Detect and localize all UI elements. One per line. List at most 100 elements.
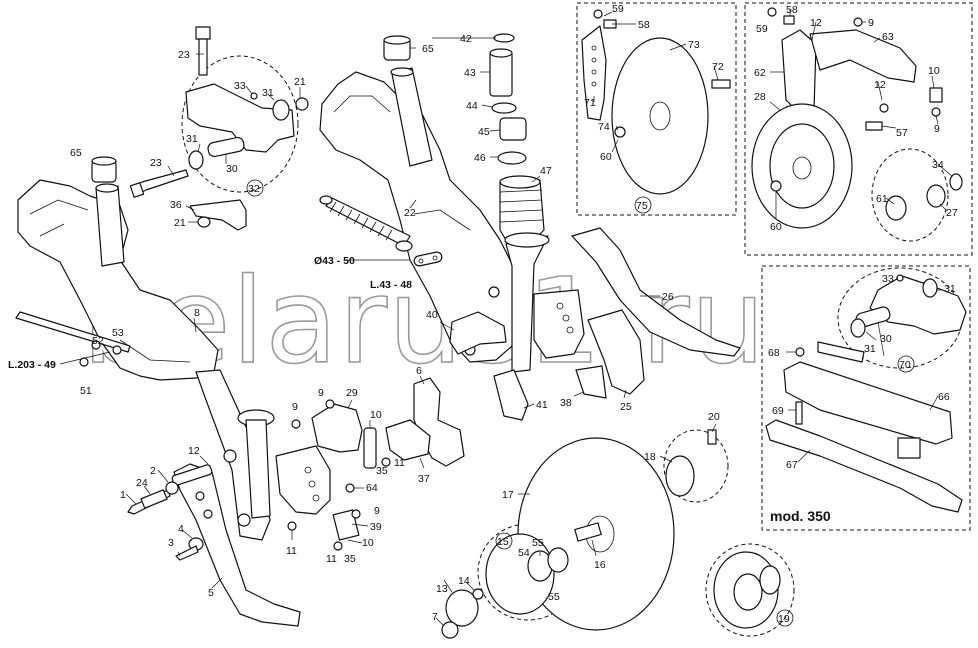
leader (531, 175, 541, 183)
callout: 17 (502, 489, 514, 501)
leader (881, 125, 897, 129)
arm-71 (581, 25, 607, 121)
callout: 9 (374, 505, 380, 517)
bracket-8 (275, 445, 331, 515)
callout: 29 (346, 387, 358, 399)
rod-nut (112, 345, 122, 355)
scraper-5 (171, 463, 301, 627)
callout: 1 (120, 489, 126, 501)
wheel-28-hub (792, 156, 812, 180)
callout: 41 (536, 399, 548, 411)
pin-10 (363, 427, 377, 469)
disc-assembly (441, 429, 781, 639)
callout: 23 (178, 49, 190, 61)
callout: 35 (376, 465, 388, 477)
callout: 22 (404, 207, 416, 219)
bracket-hole (312, 494, 320, 502)
washer-2 (165, 481, 179, 495)
bolt-1-assembly (127, 481, 204, 561)
gauge-wheel-assembly (751, 7, 963, 229)
leader (351, 523, 369, 527)
callout: 67 (786, 459, 798, 471)
bolt-20 (707, 429, 717, 445)
callout: 71 (584, 97, 596, 109)
bolt-23-vertical (195, 26, 211, 76)
callout: 31 (864, 343, 876, 355)
leader (267, 93, 275, 101)
leader (603, 11, 613, 17)
callout: 9 (934, 123, 940, 135)
nut-7 (441, 621, 459, 639)
left-frame-assembly (17, 156, 275, 541)
leader (481, 104, 493, 108)
leader (591, 539, 597, 557)
leader (439, 321, 455, 331)
callout: 34 (932, 159, 944, 171)
leader (443, 579, 453, 593)
dimension-spring: Ø43 - 50 (314, 255, 355, 267)
tube-top (489, 48, 513, 58)
callout: 62 (754, 67, 766, 79)
nut-21 (295, 97, 309, 111)
plate-mod (817, 341, 865, 363)
callout-circle (495, 532, 513, 550)
callout: 46 (474, 152, 486, 164)
centre-frame-assembly (319, 35, 529, 363)
pivot-bolt (223, 449, 237, 463)
callout: 26 (662, 291, 674, 303)
bolt-9c (351, 509, 361, 519)
callout: 59 (756, 23, 768, 35)
shaft-16 (574, 522, 602, 542)
callout: 28 (754, 91, 766, 103)
callout: 2 (150, 465, 156, 477)
callout: 16 (594, 559, 606, 571)
spring-coils (329, 201, 393, 241)
callout: 55 (532, 537, 544, 549)
link-43 (413, 251, 443, 267)
panel-border (761, 265, 971, 531)
callout: 10 (370, 409, 382, 421)
callout: 47 (540, 165, 552, 177)
callout: 24 (136, 477, 148, 489)
callout: 18 (644, 451, 656, 463)
leader (465, 581, 475, 591)
bolt-23-horizontal (129, 169, 189, 198)
bearing-61 (885, 195, 907, 221)
leader (197, 143, 201, 153)
leader (59, 351, 111, 365)
shoe-26 (571, 227, 741, 357)
bracket-body (185, 83, 295, 153)
callout: 37 (418, 473, 430, 485)
callout-circle (634, 196, 652, 214)
callout: 51 (80, 385, 92, 397)
link-hole (418, 258, 424, 264)
clip-42 (493, 33, 515, 43)
spring-hook (319, 195, 333, 205)
bracket-plate (533, 289, 585, 359)
washer-31c (850, 318, 866, 338)
pivot-bolt (237, 513, 251, 527)
arm-hole (591, 45, 597, 51)
callout: 57 (896, 127, 908, 139)
callout: 31 (944, 283, 956, 295)
leader (885, 197, 895, 205)
callout: 74 (598, 121, 610, 133)
callout: 43 (464, 67, 476, 79)
leader (931, 75, 935, 89)
bearing-55 (547, 547, 569, 573)
callout: 58 (786, 4, 798, 16)
scraper-blade (173, 463, 301, 627)
plate-body (189, 199, 247, 231)
leader (199, 455, 209, 465)
scraper-hole (203, 509, 213, 519)
grease-nipple-33 (250, 92, 258, 100)
leader (865, 331, 877, 341)
callout-circle (897, 355, 915, 373)
callout: 72 (712, 61, 724, 73)
nut-68 (795, 347, 805, 357)
callout: 10 (928, 65, 940, 77)
detail-ellipse-gauge-hub (871, 148, 949, 242)
callout: 64 (366, 482, 378, 494)
callout: 66 (938, 391, 950, 403)
